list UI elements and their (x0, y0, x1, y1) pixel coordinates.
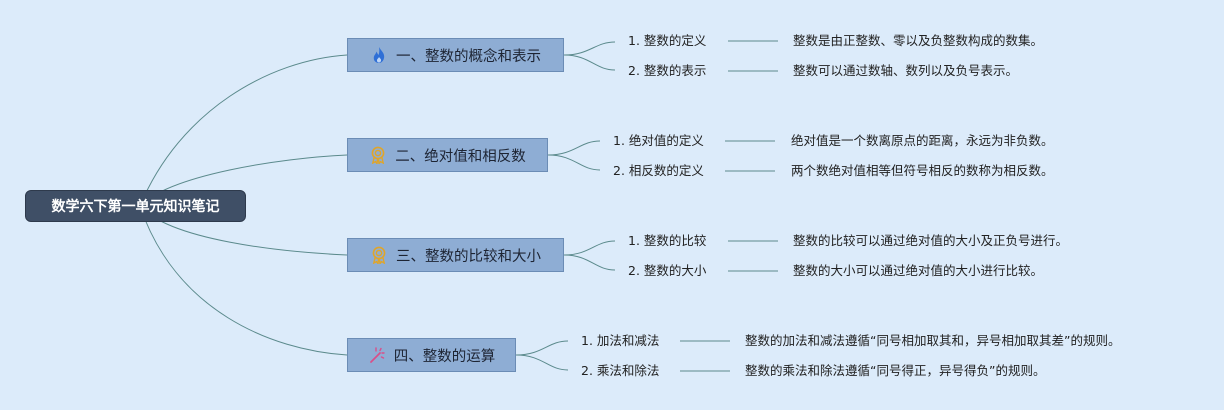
award-ribbon-icon (369, 146, 387, 166)
topic-node-2[interactable]: 二、绝对值和相反数 (347, 138, 548, 172)
subtopic-description[interactable]: 绝对值是一个数离原点的距离，永远为非负数。 (791, 133, 1054, 148)
connector-topic2-item2 (547, 154, 601, 171)
subtopic-label[interactable]: 1. 整数的比较 (628, 233, 707, 248)
subtopic-description[interactable]: 整数是由正整数、零以及负整数构成的数集。 (793, 33, 1044, 48)
connector-topic3-item1 (563, 240, 616, 256)
subtopic-label[interactable]: 1. 整数的定义 (628, 33, 707, 48)
connector-root-topic-1 (139, 54, 348, 207)
topic-node-1[interactable]: 一、整数的概念和表示 (347, 38, 564, 72)
topic-title: 四、整数的运算 (393, 348, 496, 365)
flame-icon (370, 46, 388, 64)
magic-wand-icon (368, 346, 386, 364)
root-title: 数学六下第一单元知识笔记 (51, 199, 220, 215)
subtopic-description[interactable]: 整数可以通过数轴、数列以及负号表示。 (793, 63, 1019, 78)
topic-node-3[interactable]: 三、整数的比较和大小 (347, 238, 564, 272)
connector-topic2-item1 (547, 140, 601, 156)
topic-node-4[interactable]: 四、整数的运算 (347, 338, 516, 372)
subtopic-description[interactable]: 整数的比较可以通过绝对值的大小及正负号进行。 (793, 233, 1069, 248)
subtopic-label[interactable]: 2. 相反数的定义 (613, 163, 704, 178)
topic-title: 一、整数的概念和表示 (396, 48, 541, 65)
subtopic-label[interactable]: 2. 乘法和除法 (581, 363, 660, 378)
connector-root-topic-4 (139, 205, 348, 356)
topic-title: 三、整数的比较和大小 (396, 248, 541, 265)
connector-topic4-item2 (515, 354, 569, 371)
connector-topic1-item2 (563, 54, 616, 71)
subtopic-label[interactable]: 2. 整数的表示 (628, 63, 707, 78)
subtopic-description[interactable]: 整数的大小可以通过绝对值的大小进行比较。 (793, 263, 1044, 278)
connector-topic3-item2 (563, 254, 616, 271)
subtopic-label[interactable]: 2. 整数的大小 (628, 263, 707, 278)
subtopic-description[interactable]: 整数的加法和减法遵循“同号相加取其和，异号相加取其差”的规则。 (745, 333, 1121, 348)
subtopic-description[interactable]: 两个数绝对值相等但符号相反的数称为相反数。 (791, 163, 1054, 178)
subtopic-label[interactable]: 1. 加法和减法 (581, 333, 660, 348)
topic-title: 二、绝对值和相反数 (395, 148, 526, 165)
connector-topic1-item1 (563, 41, 616, 56)
subtopic-description[interactable]: 整数的乘法和除法遵循“同号得正，异号得负”的规则。 (745, 363, 1046, 378)
award-ribbon-icon (370, 246, 388, 266)
subtopic-label[interactable]: 1. 绝对值的定义 (613, 133, 704, 148)
root-node[interactable]: 数学六下第一单元知识笔记 (25, 190, 246, 222)
connector-topic4-item1 (515, 340, 569, 356)
